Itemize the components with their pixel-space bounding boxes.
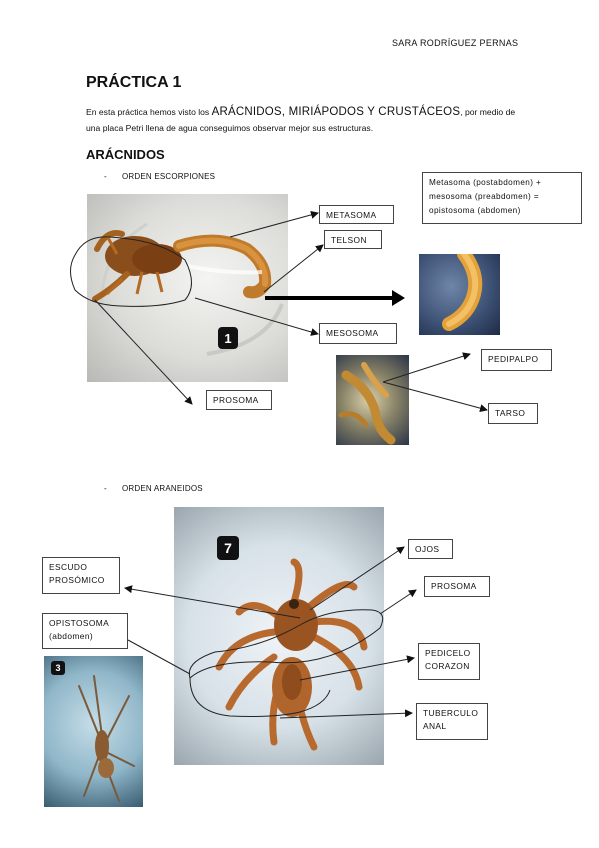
order-label: ORDEN ESCORPIONES — [122, 172, 216, 181]
opistosoma-note: Metasoma (postabdomen) + mesosoma (preab… — [422, 172, 582, 224]
pedipalp-photo — [336, 355, 409, 445]
telson-photo — [419, 254, 500, 335]
label-opistosoma: OPISTOSOMA (abdomen) — [42, 613, 128, 649]
order-dash: - — [104, 172, 107, 181]
label-tarso: TARSO — [488, 403, 538, 424]
label-pedipalpo: PEDIPALPO — [481, 349, 552, 371]
intro-text-2: , por medio de una placa Petri llena de … — [86, 107, 516, 133]
label-prosoma-scorpion: PROSOMA — [206, 390, 272, 410]
spider-photo-number-badge: 7 — [217, 536, 239, 560]
author-name: SARA RODRÍGUEZ PERNAS — [392, 38, 519, 48]
telson-illustration — [442, 254, 483, 331]
scorpion-illustration — [92, 222, 284, 356]
label-prosoma-spider: PROSOMA — [424, 576, 490, 597]
pedipalp-illustration — [338, 362, 396, 445]
small-spider-photo — [44, 656, 143, 807]
label-telson: TELSON — [324, 230, 382, 249]
intro-text-1: En esta práctica hemos visto los — [86, 107, 212, 117]
page-title: PRÁCTICA 1 — [86, 74, 182, 91]
label-ojos: OJOS — [408, 539, 453, 559]
scorpion-photo — [87, 194, 288, 382]
photo-number-badge: 1 — [218, 327, 238, 349]
intro-paragraph: En esta práctica hemos visto los ARÁCNID… — [86, 104, 526, 136]
label-mesosoma: MESOSOMA — [319, 323, 397, 344]
section-heading: ARÁCNIDOS — [86, 147, 165, 162]
order-heading-scorpions: - ORDEN ESCORPIONES — [104, 172, 215, 181]
small-photo-number-badge: 3 — [51, 661, 65, 675]
spider-photo — [174, 507, 384, 765]
label-escudo-prosomico: ESCUDO PROSÓMICO — [42, 557, 120, 594]
label-metasoma: METASOMA — [319, 205, 394, 224]
small-spider-illustration — [78, 675, 135, 802]
order-label: ORDEN ARANEIDOS — [122, 484, 203, 493]
spider-illustration — [215, 558, 368, 751]
order-dash: - — [104, 484, 107, 493]
label-tuberculo-anal: TUBERCULO ANAL — [416, 703, 488, 740]
intro-highlight: ARÁCNIDOS, MIRIÁPODOS Y CRUSTÁCEOS — [211, 106, 461, 118]
order-heading-spiders: - ORDEN ARANEIDOS — [104, 484, 203, 493]
label-pedicelo-corazon: PEDICELO CORAZON — [418, 643, 480, 680]
